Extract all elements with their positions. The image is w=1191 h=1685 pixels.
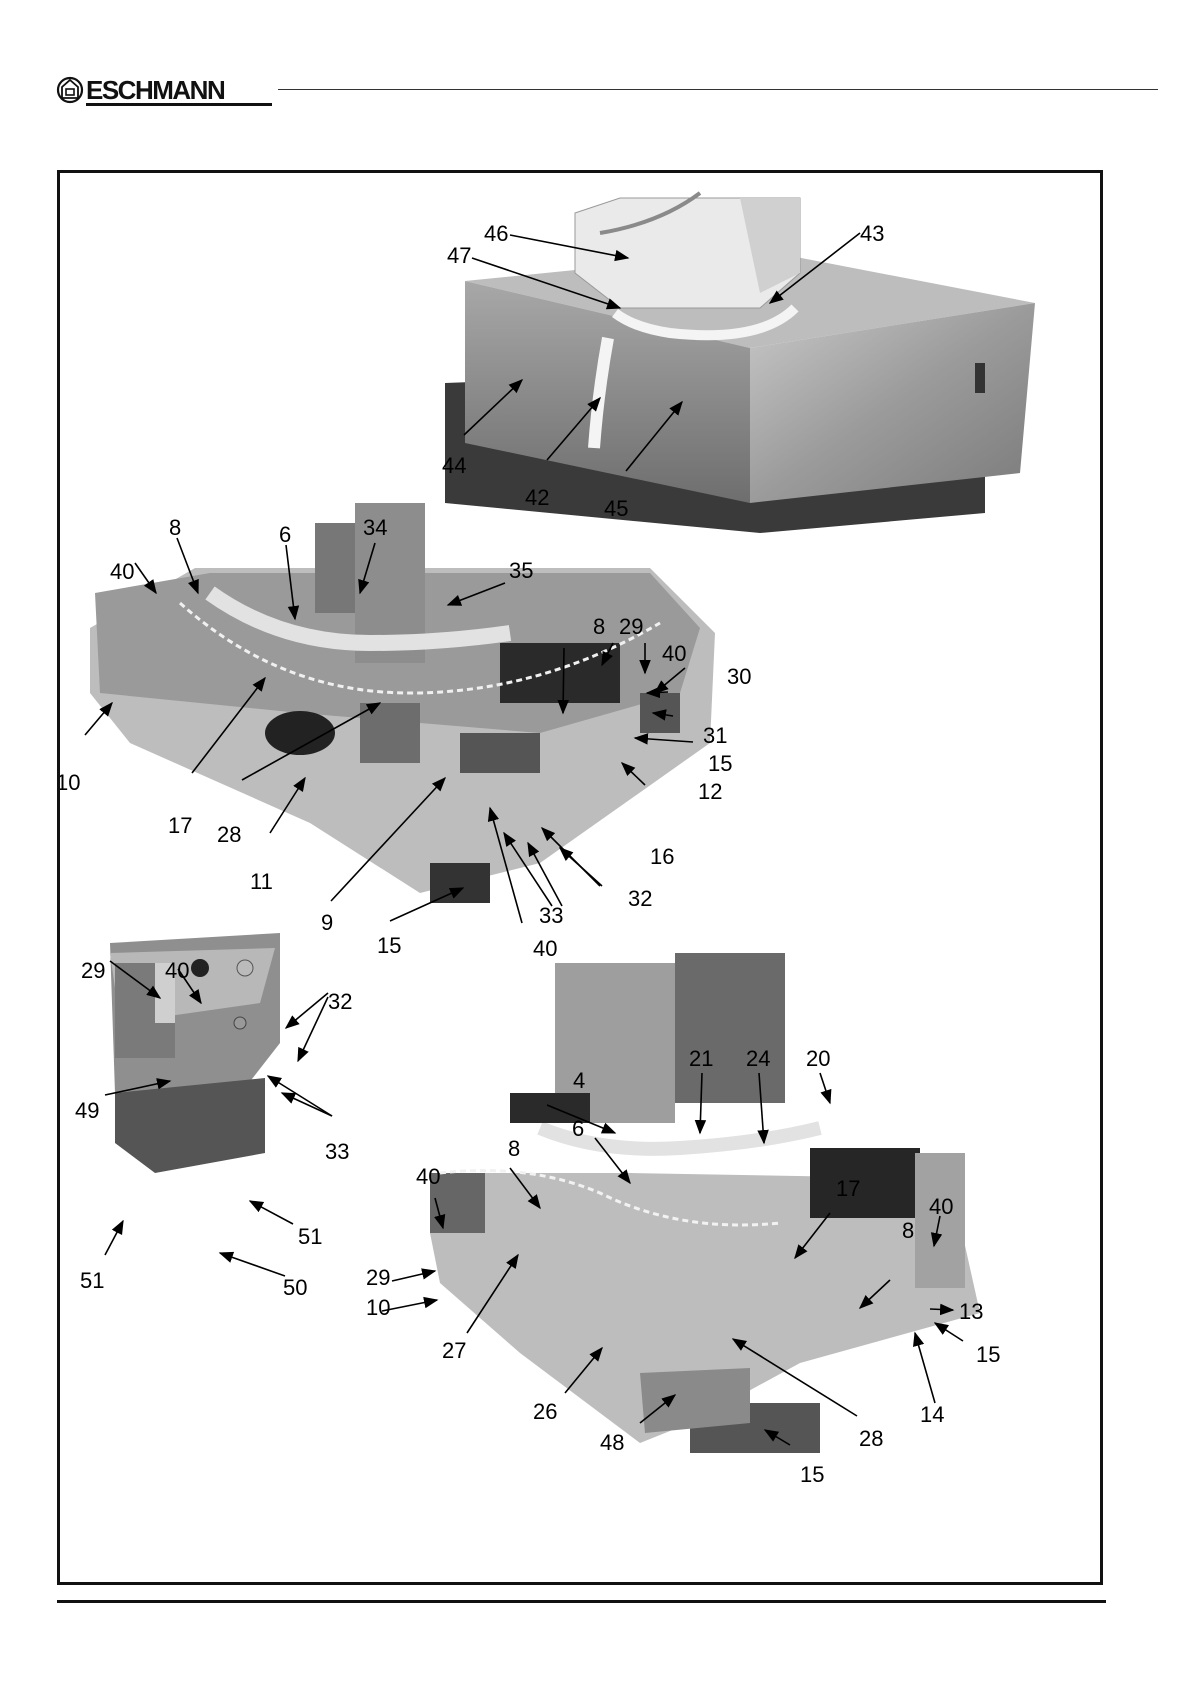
callout-label: 28 [859,1426,883,1451]
callout-label: 33 [325,1139,349,1164]
callout-label: 45 [604,496,628,521]
header-rule [278,89,1158,90]
base-cover-illustration [445,193,1035,533]
callout-label: 14 [920,1402,944,1427]
chassis-front-illustration [430,953,980,1453]
callout-label: 12 [698,779,722,804]
callout-label: 29 [619,614,643,639]
callout-label: 32 [628,886,652,911]
figure-frame: 46 47 43 44 42 45 8 6 34 35 40 8 29 40 3… [57,170,1103,1585]
callout-label: 40 [662,641,686,666]
callout-label: 17 [836,1176,860,1201]
callout-label: 48 [600,1430,624,1455]
brand-logo-text: ESCHMANN [86,75,224,105]
callout-label: 24 [746,1046,770,1071]
callout-label: 29 [366,1265,390,1290]
callout-label: 6 [279,522,291,547]
chassis-rear-illustration [90,503,715,903]
callout-label: 15 [708,751,732,776]
callout-label: 17 [168,813,192,838]
callout-label: 40 [929,1194,953,1219]
callout-label: 40 [416,1164,440,1189]
eschmann-monogram-icon [56,76,84,104]
exploded-parts-diagram: 46 47 43 44 42 45 8 6 34 35 40 8 29 40 3… [60,173,1100,1582]
callout-label: 27 [442,1338,466,1363]
callout-label: 9 [321,910,333,935]
callout-label: 20 [806,1046,830,1071]
callout-label: 21 [689,1046,713,1071]
corner-detail-illustration [110,933,280,1173]
callout-label: 10 [366,1295,390,1320]
callout-label: 34 [363,515,387,540]
callout-label: 10 [60,770,80,795]
callout-label: 46 [484,221,508,246]
callout-label: 43 [860,221,884,246]
callout-label: 29 [81,958,105,983]
callout-label: 6 [572,1116,584,1141]
callout-label: 30 [727,664,751,689]
callout-label: 31 [703,723,727,748]
callout-label: 32 [328,989,352,1014]
callout-label: 44 [442,453,466,478]
logo-underline [86,103,272,106]
callout-label: 47 [447,243,471,268]
footer-rule [57,1600,1106,1603]
callout-label: 40 [533,936,557,961]
callout-label: 15 [377,933,401,958]
callout-label: 15 [976,1342,1000,1367]
page-header: ESCHMANN [56,72,1105,108]
callout-label: 33 [539,903,563,928]
callout-label: 8 [593,614,605,639]
callout-label: 40 [165,958,189,983]
callout-label: 8 [169,515,181,540]
callout-label: 51 [80,1268,104,1293]
callout-label: 49 [75,1098,99,1123]
callout-label: 26 [533,1399,557,1424]
callout-label: 11 [250,869,273,894]
callout-label: 4 [573,1068,585,1093]
callout-label: 16 [650,844,674,869]
callout-label: 13 [959,1299,983,1324]
callout-label: 42 [525,485,549,510]
callout-label: 50 [283,1275,307,1300]
callout-label: 8 [902,1218,914,1243]
callout-label: 28 [217,822,241,847]
callout-label: 8 [508,1136,520,1161]
callout-label: 35 [509,558,533,583]
callout-label: 40 [110,559,134,584]
callout-label: 51 [298,1224,322,1249]
callout-label: 15 [800,1462,824,1487]
